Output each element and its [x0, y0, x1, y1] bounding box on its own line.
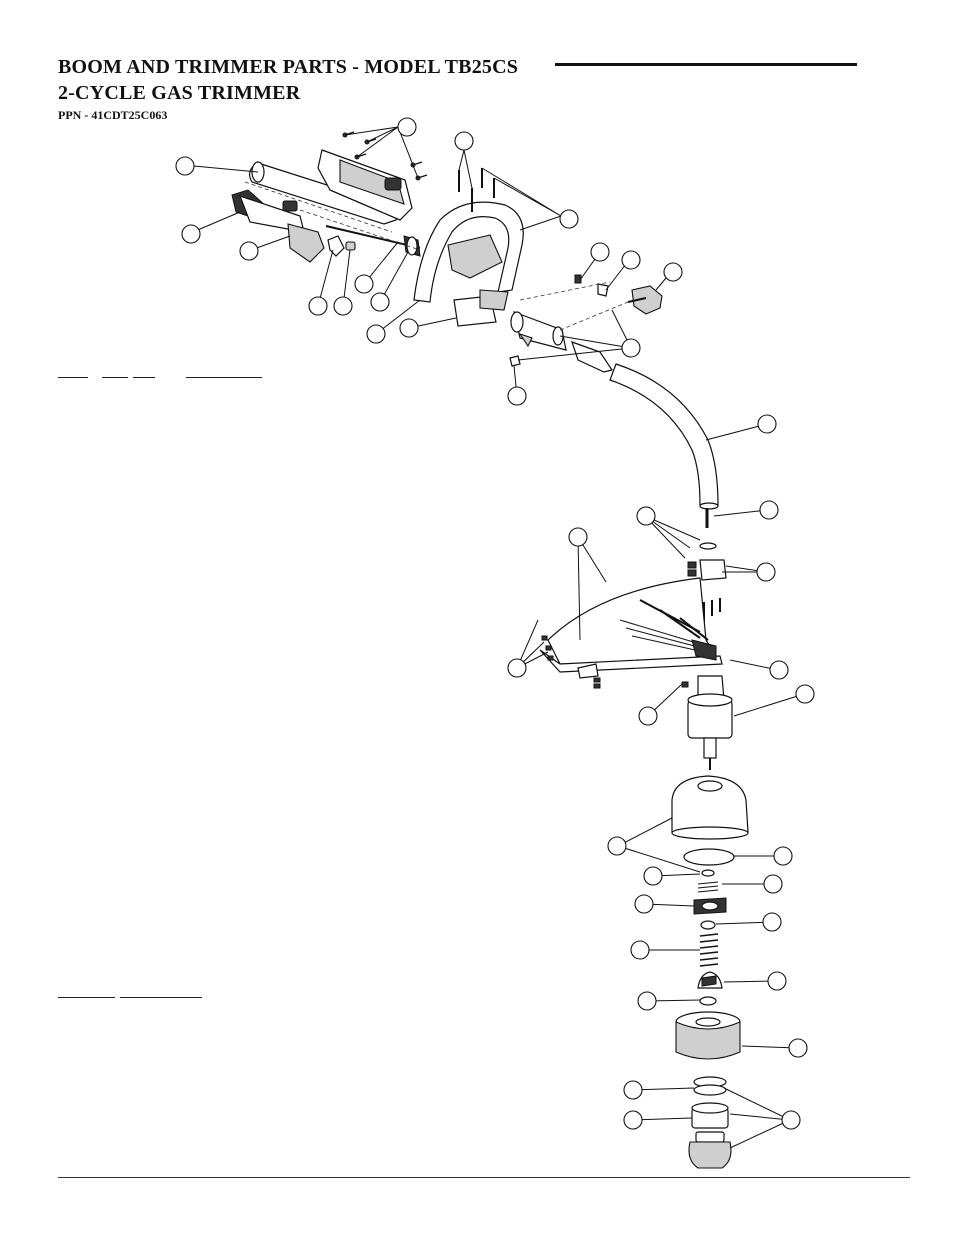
eyelet-hub [693, 897, 727, 915]
retainer [700, 920, 716, 930]
parts-list-header-rule-3 [133, 377, 155, 378]
callout-circle [757, 414, 777, 434]
callout-circle [767, 971, 787, 991]
assembly-line [244, 181, 393, 233]
callout-circle [568, 527, 588, 547]
callout-circle [590, 242, 610, 262]
callout-circle [621, 338, 641, 358]
spool-washer [699, 996, 717, 1006]
callout-circle [507, 386, 527, 406]
spool-spring [693, 1076, 727, 1096]
grip-housing [231, 189, 325, 263]
callout-circle [370, 292, 390, 312]
handle-screws [458, 168, 495, 212]
main-spring [699, 933, 719, 967]
tube-stud [699, 508, 717, 550]
gearhead [681, 675, 733, 770]
lower-boom-tube [571, 341, 719, 510]
callout-circle [454, 131, 474, 151]
gearhead-clamp [687, 559, 727, 581]
callout-circle [781, 1110, 801, 1130]
callout-circle [181, 224, 201, 244]
callout-circle [175, 156, 195, 176]
callout-circle [636, 506, 656, 526]
callout-circle [763, 874, 783, 894]
callout-circle [795, 684, 815, 704]
callout-circle [239, 241, 259, 261]
upper-housing [317, 149, 413, 221]
clamp-hardware [509, 274, 663, 367]
callout-circle [308, 296, 328, 316]
callout-circle [759, 500, 779, 520]
washer [701, 869, 715, 877]
callout-leaders [192, 126, 805, 1149]
assembly-line [299, 209, 421, 251]
page-title: BOOM AND TRIMMER PARTS - MODEL TB25CS 2-… [58, 54, 518, 106]
callout-circle [769, 660, 789, 680]
callout-circle [762, 912, 782, 932]
assembly-line [519, 281, 611, 301]
adapter [691, 1102, 729, 1129]
bump-button [697, 971, 723, 989]
parts-list-header-rule-6 [120, 997, 202, 998]
callout-circles [175, 117, 815, 1130]
callout-circle [397, 117, 417, 137]
parts-list-header-rule-2 [102, 377, 128, 378]
footer-rule [58, 1177, 910, 1178]
trigger-parts [327, 235, 356, 257]
small-spring [697, 881, 719, 893]
parts-list-header-rule-5 [58, 997, 115, 998]
ppn-number: PPN - 41CDT25C063 [58, 108, 168, 122]
boom-clamp [510, 311, 567, 351]
callout-circle [756, 562, 776, 582]
callout-circle [621, 250, 641, 270]
callout-circle [623, 1110, 643, 1130]
shield-hardware [541, 635, 601, 689]
title-line-2: 2-CYCLE GAS TRIMMER [58, 82, 301, 104]
callout-circle [366, 324, 386, 344]
callout-circle [559, 209, 579, 229]
parts-list-header-rule-4 [186, 377, 262, 378]
callout-circle [788, 1038, 808, 1058]
o-ring [683, 848, 735, 866]
callout-circle [354, 274, 374, 294]
callout-circle [643, 866, 663, 886]
callout-circle [663, 262, 683, 282]
title-line-1: BOOM AND TRIMMER PARTS - MODEL TB25CS [58, 56, 519, 78]
drive-shaft [325, 225, 421, 257]
grass-shield [539, 577, 723, 673]
title-rule [555, 63, 857, 66]
callout-circle [638, 706, 658, 726]
callout-circle [773, 846, 793, 866]
callout-circle [637, 991, 657, 1011]
callout-circle [607, 836, 627, 856]
line-spool [675, 1011, 741, 1060]
bump-knob [688, 1131, 732, 1169]
loop-handle [413, 201, 524, 327]
assembly-line [559, 301, 629, 331]
callout-circle [630, 940, 650, 960]
callout-circle [623, 1080, 643, 1100]
callout-circle [507, 658, 527, 678]
callout-circle [634, 894, 654, 914]
trimmer-head-cover [671, 775, 749, 840]
callout-circle [333, 296, 353, 316]
parts-list-header-rule-1 [58, 377, 88, 378]
callout-circle [399, 318, 419, 338]
